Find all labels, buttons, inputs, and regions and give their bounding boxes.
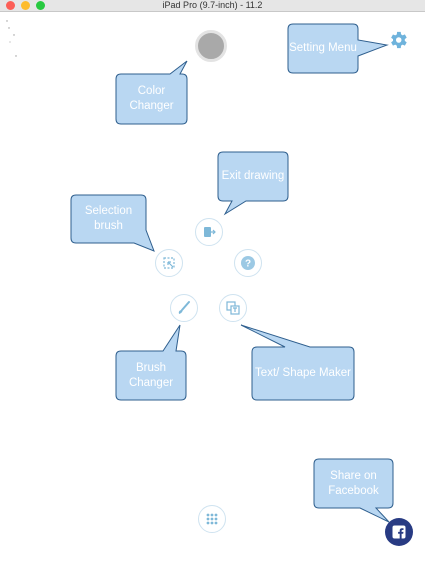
callout-label-brush-changer: Brush Changer (128, 361, 174, 389)
minimize-window-button[interactable] (21, 1, 30, 10)
brush-icon (178, 301, 190, 314)
zoom-window-button[interactable] (36, 1, 45, 10)
svg-text:?: ? (245, 259, 251, 270)
grid-menu-icon (206, 513, 218, 525)
share-facebook-button[interactable] (385, 518, 413, 546)
callout-label-color-changer: Color Changer (129, 85, 174, 112)
callout-label-exit-drawing: Exit drawing (221, 170, 285, 182)
selection-brush-button[interactable] (155, 249, 183, 277)
window-titlebar: iPad Pro (9.7-inch) - 11.2 (0, 0, 425, 12)
color-changer-button[interactable] (195, 30, 227, 62)
callout-label-setting-menu: Setting Menu (289, 42, 357, 54)
exit-icon (204, 227, 216, 237)
canvas-marks (6, 20, 17, 57)
text-shape-icon (226, 301, 240, 315)
close-window-button[interactable] (6, 1, 15, 10)
facebook-icon (392, 525, 406, 539)
selection-icon (163, 257, 175, 269)
grid-menu-button[interactable] (198, 505, 226, 533)
brush-changer-button[interactable] (170, 294, 198, 322)
window-title: iPad Pro (9.7-inch) - 11.2 (162, 0, 263, 10)
help-icon: ? (241, 256, 255, 270)
callout-label-selection-brush: Selection brush (84, 205, 133, 232)
exit-drawing-button[interactable] (195, 218, 223, 246)
text-shape-maker-button[interactable] (219, 294, 247, 322)
gear-icon[interactable] (387, 29, 409, 51)
callout-label-text-shape-maker: Text/ Shape Maker (255, 367, 351, 379)
callout-label-share-facebook: Share on Facebook (328, 469, 379, 497)
help-button[interactable]: ? (234, 249, 262, 277)
